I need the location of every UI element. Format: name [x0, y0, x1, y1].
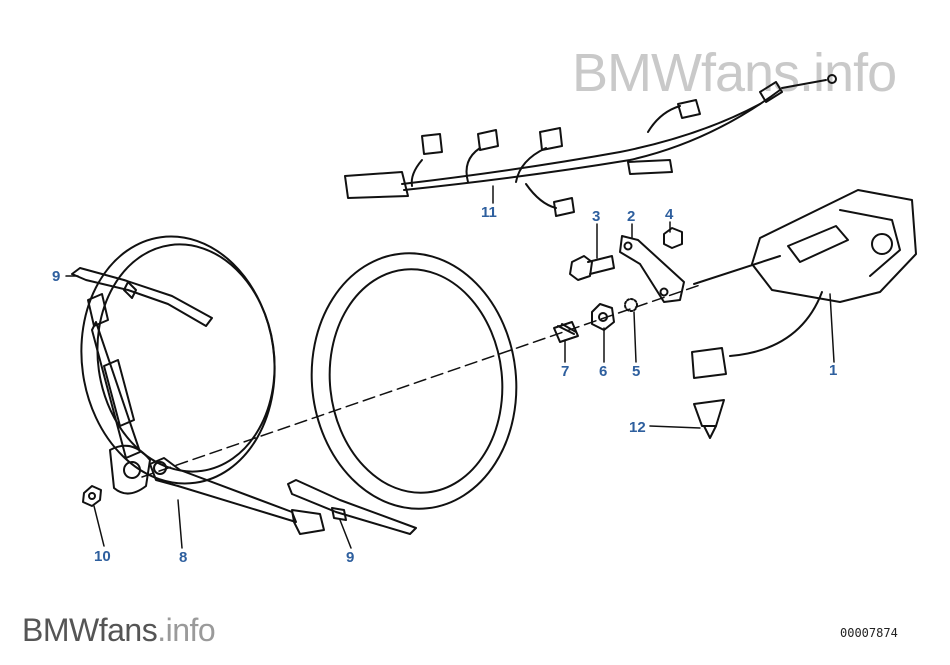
callout-6: 6	[599, 363, 607, 380]
washer	[624, 298, 638, 312]
bolt	[569, 255, 615, 281]
bracket	[619, 235, 685, 303]
callout-11: 11	[481, 204, 497, 221]
callout-3: 3	[592, 208, 600, 225]
wiring-harness	[344, 74, 837, 217]
lamp-ring-front	[310, 252, 518, 510]
wiper-blade-lower	[287, 479, 417, 535]
watermark-bottom-brand: BMWfans	[22, 612, 158, 648]
watermark-bottom-tld: .info	[157, 612, 216, 648]
wiper-blade-upper	[71, 267, 213, 327]
nut-4	[663, 227, 683, 249]
callout-7: 7	[561, 363, 569, 380]
watermark-bottom: BMWfans.info	[22, 612, 216, 649]
watermark-top: BMWfans.info	[572, 43, 897, 103]
callout-9-lower: 9	[346, 549, 354, 566]
clip	[693, 399, 725, 439]
callout-4: 4	[665, 206, 674, 223]
nut-10	[82, 485, 102, 507]
stud	[553, 321, 579, 343]
wiper-motor	[691, 189, 917, 379]
document-number: 00007874	[840, 626, 898, 640]
callout-9-upper: 9	[52, 268, 60, 285]
nut-6	[591, 303, 615, 331]
callout-8: 8	[179, 549, 187, 566]
wiper-arm-vertical	[87, 293, 151, 495]
wiper-arm-horizontal	[149, 457, 325, 535]
callout-1: 1	[829, 362, 837, 379]
lamp-ring-rear	[80, 235, 276, 485]
callouts: 9 11 3 2 4 7 6 5 1 12 10 8 9	[52, 204, 837, 566]
callout-5: 5	[632, 363, 640, 380]
callout-2: 2	[627, 208, 635, 225]
axis-line	[141, 284, 701, 478]
callout-12: 12	[629, 419, 646, 436]
callout-10: 10	[94, 548, 111, 565]
leader-lines	[65, 185, 835, 549]
